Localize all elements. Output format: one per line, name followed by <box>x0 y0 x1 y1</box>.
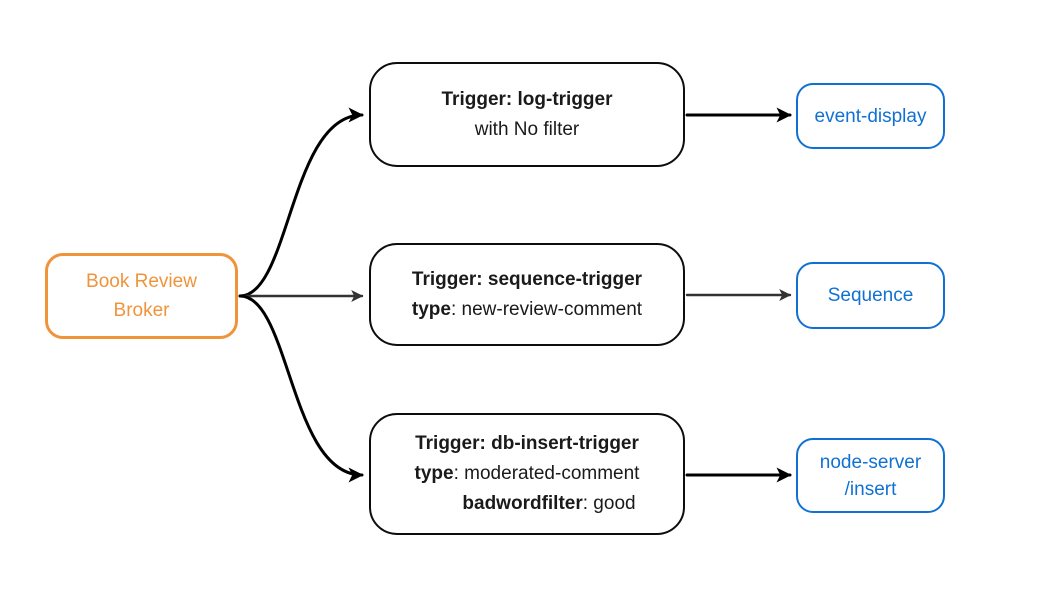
attr-value: : good <box>582 493 636 514</box>
trigger-title: Trigger: log-trigger <box>441 88 613 110</box>
sink-label: event-display <box>814 105 927 127</box>
sink-node-event-display: event-display <box>796 83 945 149</box>
attr-value: : moderated-comment <box>453 463 640 484</box>
sink-label: Sequence <box>827 285 914 306</box>
broker-label-line2: Broker <box>113 300 170 321</box>
trigger-node-log-trigger: Trigger: log-trigger with No filter <box>369 62 685 167</box>
edge-broker-to-db-insert-trigger <box>238 294 364 483</box>
attr-key: type <box>411 298 451 320</box>
trigger-title: Trigger: db-insert-trigger <box>415 433 639 454</box>
sink-node-sequence: Sequence <box>796 262 945 329</box>
sink-node-node-server-insert: node-server /insert <box>796 438 945 513</box>
attr-key: badwordfilter <box>462 493 583 514</box>
edge-broker-to-log-trigger <box>238 107 364 298</box>
trigger-title: Trigger: sequence-trigger <box>411 268 643 290</box>
trigger-node-db-insert-trigger: Trigger: db-insert-trigger type: moderat… <box>369 413 685 535</box>
trigger-subtitle: with No filter <box>474 118 580 140</box>
trigger-node-sequence-trigger: Trigger: sequence-trigger type: new-revi… <box>369 243 685 346</box>
attr-key: type <box>414 463 454 484</box>
broker-node: Book Review Broker <box>45 253 238 339</box>
trigger-attr-line: badwordfilter: good <box>462 489 635 519</box>
sink-label-line1: node-server <box>819 451 922 473</box>
trigger-attr-line: type: new-review-comment <box>412 295 642 325</box>
trigger-attr-line: type: moderated-comment <box>415 459 640 489</box>
sink-label-line2: /insert <box>844 478 897 500</box>
attr-value: : new-review-comment <box>450 298 643 320</box>
broker-label-line1: Book Review <box>86 271 197 292</box>
